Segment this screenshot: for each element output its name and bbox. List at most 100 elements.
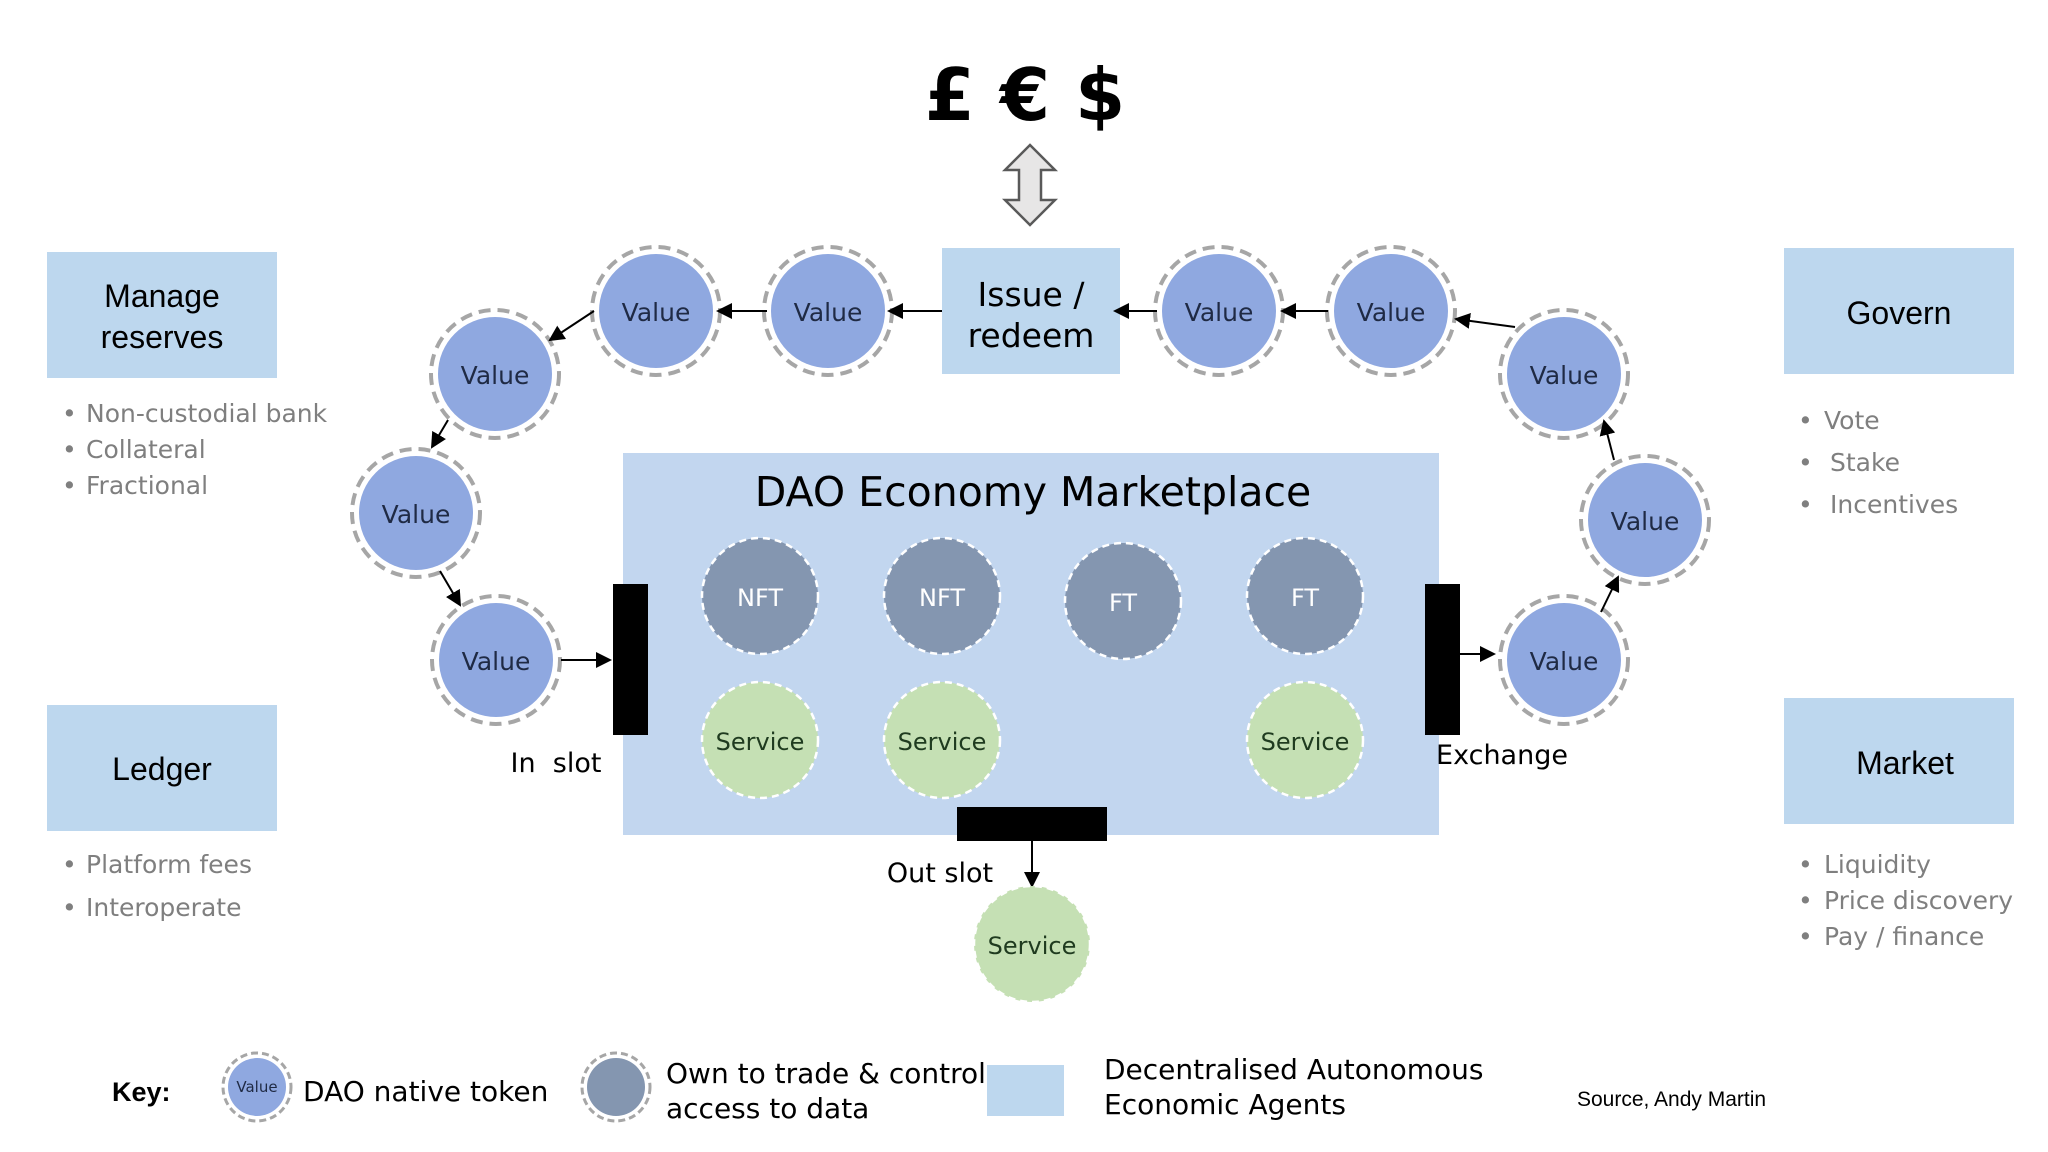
ledger-box <box>47 705 277 831</box>
asset-ft-1-label: FT <box>1109 589 1137 617</box>
value-token-right-2: Value <box>1325 245 1457 377</box>
value-token-left-1: Value <box>762 245 894 377</box>
asset-nft-2-circle <box>882 536 1002 656</box>
asset-ft-1: FT <box>1063 541 1183 661</box>
arrow-to-left-3 <box>548 310 595 342</box>
asset-ft-2-label: FT <box>1291 584 1319 612</box>
ledger-bullet-2: Interoperate <box>86 893 241 922</box>
value-token-left-3-label: Value <box>461 361 530 390</box>
out-slot-label: Out slot <box>887 858 993 889</box>
value-token-right-1-disc <box>1162 254 1276 368</box>
value-token-left-3-ring <box>429 308 561 440</box>
out-slot-bar <box>957 807 1107 841</box>
manage-reserves-bullets: • Non-custodial bank • Collateral • Frac… <box>62 399 328 500</box>
key-token-icon-text: Value <box>236 1078 277 1096</box>
market-bullet-dot-3: • <box>1798 922 1813 951</box>
key-agents-swatch <box>987 1065 1064 1116</box>
source-credit: Source, Andy Martin <box>1577 1088 1766 1111</box>
asset-nft-1-circle <box>700 536 820 656</box>
manage-reserves-bullet-2: Collateral <box>86 435 206 464</box>
marketplace-title: DAO Economy Marketplace <box>755 468 1312 516</box>
value-token-left-3: Value <box>429 308 561 440</box>
govern-box <box>1784 248 2014 374</box>
key-token-icon: Value <box>221 1051 293 1123</box>
value-token-right-1: Value <box>1153 245 1285 377</box>
key-own-line-2: access to data <box>666 1092 869 1125</box>
key-own-icon <box>580 1051 652 1123</box>
value-token-left-5-ring <box>430 594 562 726</box>
asset-ft-1-circle <box>1063 541 1183 661</box>
issue-redeem-line-1: Issue / <box>978 275 1086 314</box>
value-token-right-5-ring <box>1498 594 1630 726</box>
value-token-right-3-disc <box>1507 317 1621 431</box>
arrow-to-right-4 <box>1600 575 1620 613</box>
key-agents-line-2: Economic Agents <box>1104 1088 1346 1121</box>
value-token-left-4: Value <box>350 447 482 579</box>
market-title: Market <box>1856 745 1954 781</box>
value-token-right-4-label: Value <box>1611 507 1680 536</box>
market-bullet-1: Liquidity <box>1824 850 1931 879</box>
govern-title: Govern <box>1847 295 1952 331</box>
ledger-bullet-1: Platform fees <box>86 850 252 879</box>
ledger-bullet-dot-1: • <box>62 850 77 879</box>
manage-reserves-title-2: reserves <box>101 319 224 355</box>
issue-redeem-double-arrow <box>1001 143 1059 227</box>
issue-redeem-line-2: redeem <box>968 316 1095 355</box>
service-1-label: Service <box>716 728 805 756</box>
market-bullet-dot-1: • <box>1798 850 1813 879</box>
key-token-label: DAO native token <box>303 1075 548 1108</box>
value-token-right-2-label: Value <box>1357 298 1426 327</box>
service-1-circle <box>700 680 820 800</box>
service-3: Service <box>1245 680 1365 800</box>
exchange-slot-bar <box>1425 584 1460 735</box>
service-1: Service <box>700 680 820 800</box>
govern-bullet-2: Stake <box>1830 448 1900 477</box>
out-service-label: Service <box>988 932 1077 960</box>
manage-reserves-box <box>47 252 277 378</box>
service-2: Service <box>882 680 1002 800</box>
market-bullet-dot-2: • <box>1798 886 1813 915</box>
govern-bullet-1: Vote <box>1824 406 1880 435</box>
out-service: Service <box>972 884 1092 1004</box>
govern-bullets: • Vote • Stake • Incentives <box>1798 406 1958 519</box>
value-token-right-5-label: Value <box>1530 647 1599 676</box>
market-bullets: • Liquidity • Price discovery • Pay / fi… <box>1798 850 2013 951</box>
value-token-left-5-label: Value <box>462 647 531 676</box>
value-token-right-4-ring <box>1579 454 1711 586</box>
exchange-label: Exchange <box>1436 740 1568 771</box>
value-token-left-3-disc <box>438 317 552 431</box>
value-token-left-2-disc <box>599 254 713 368</box>
service-2-circle <box>882 680 1002 800</box>
value-token-right-5: Value <box>1498 594 1630 726</box>
govern-bullet-dot-3: • <box>1798 490 1813 519</box>
arrow-to-left-4 <box>430 419 449 449</box>
govern-bullet-dot-1: • <box>1798 406 1813 435</box>
value-token-left-4-ring <box>350 447 482 579</box>
value-token-right-2-disc <box>1334 254 1448 368</box>
currency-symbols: £ € $ <box>925 53 1125 137</box>
arrow-to-left-5 <box>439 570 462 607</box>
value-token-right-4: Value <box>1579 454 1711 586</box>
ledger-title: Ledger <box>112 751 212 787</box>
asset-nft-1-label: NFT <box>737 584 783 612</box>
arrow-to-right-3 <box>1599 419 1616 461</box>
manage-reserves-bullet-1: Non-custodial bank <box>86 399 328 428</box>
service-3-label: Service <box>1261 728 1350 756</box>
manage-reserves-bullet-3: Fractional <box>86 471 208 500</box>
value-token-right-3: Value <box>1498 308 1630 440</box>
value-token-right-3-ring <box>1498 308 1630 440</box>
ledger-bullet-dot-2: • <box>62 893 77 922</box>
key-own-ring <box>580 1051 652 1123</box>
in-slot-label: In slot <box>511 748 602 779</box>
key-agents-line-1: Decentralised Autonomous <box>1104 1053 1483 1086</box>
value-token-left-2-label: Value <box>622 298 691 327</box>
value-token-right-1-label: Value <box>1185 298 1254 327</box>
value-token-left-5: Value <box>430 594 562 726</box>
value-token-right-3-label: Value <box>1530 361 1599 390</box>
key-label: Key: <box>112 1077 171 1107</box>
out-service-circle <box>972 884 1092 1004</box>
value-token-left-1-label: Value <box>794 298 863 327</box>
key-token-disc <box>228 1058 286 1116</box>
asset-nft-2-label: NFT <box>919 584 965 612</box>
value-token-left-4-label: Value <box>382 500 451 529</box>
